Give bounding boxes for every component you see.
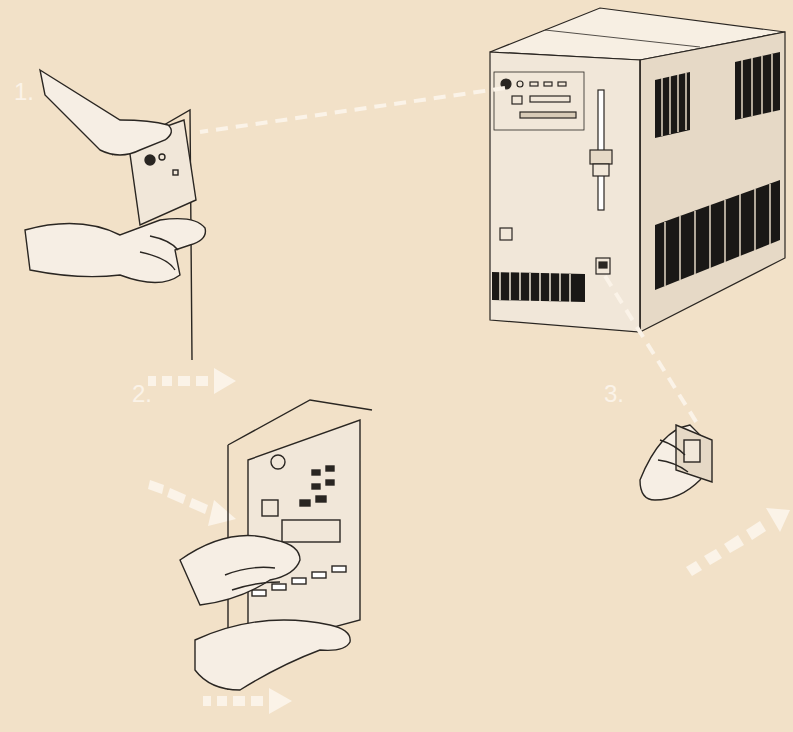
callout-number: 2. [132,380,152,408]
direction-arrow [148,368,790,714]
leader-line [200,88,700,428]
hands-step-2 [180,400,372,690]
hands-step-1 [25,70,205,360]
computer-unit [490,8,785,332]
callout-number: 1. [14,78,34,106]
hand-step-3 [640,425,712,500]
callout-number: 3. [604,380,624,408]
